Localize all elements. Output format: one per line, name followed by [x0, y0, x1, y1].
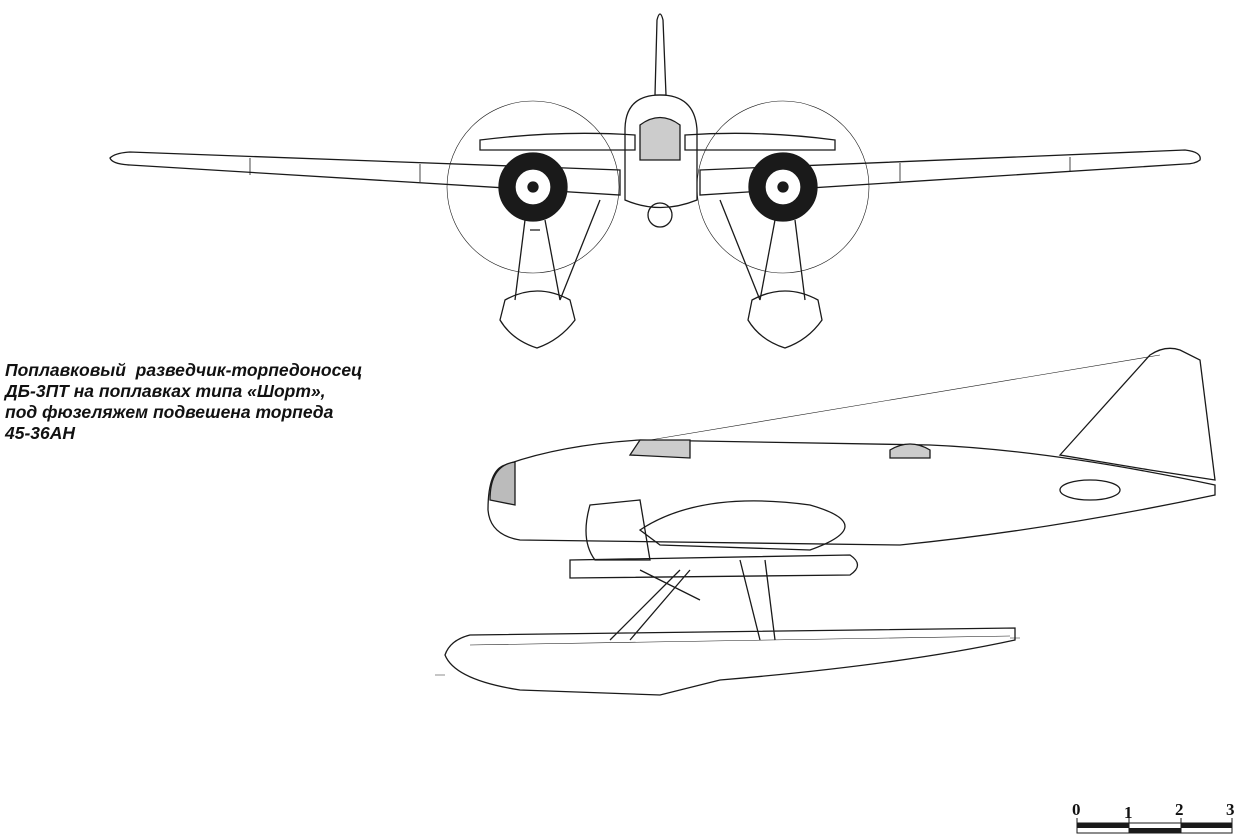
left-propeller-disc	[446, 100, 620, 274]
caption-line: 45-36АН	[5, 423, 76, 443]
scale-label-3: 3	[1226, 800, 1235, 819]
torpedo-side	[569, 554, 859, 579]
side-float	[444, 627, 1016, 696]
cockpit-canopy	[639, 116, 681, 161]
turret	[889, 443, 931, 459]
right-wing	[699, 149, 1201, 196]
tail-roundel	[1059, 479, 1121, 501]
scale-bar	[1076, 818, 1233, 834]
scale-label-0: 0	[1072, 800, 1081, 819]
right-float	[747, 290, 823, 349]
engine-nacelle	[585, 499, 651, 561]
left-wing	[109, 151, 621, 196]
wing-side	[638, 500, 846, 551]
nose-glazing	[489, 461, 516, 506]
scale-label-1: 1	[1124, 803, 1133, 822]
fuselage-side	[487, 439, 1216, 546]
front-view	[109, 13, 1201, 349]
drawing-caption: Поплавковый разведчик-торпедоносец ДБ-3П…	[5, 360, 362, 444]
right-float-struts	[719, 199, 806, 301]
torpedo-nose	[647, 202, 673, 228]
canopy-side	[628, 439, 691, 459]
fuselage-front	[624, 94, 698, 209]
right-propeller-disc	[696, 100, 870, 274]
caption-line: Поплавковый разведчик-торпедоносец	[5, 360, 363, 380]
horizon-line	[435, 637, 1020, 676]
tailplane	[479, 132, 836, 151]
caption-line: под фюзеляжем подвешена торпеда	[5, 402, 334, 422]
aerial-wire	[649, 354, 1161, 441]
left-float-struts	[514, 199, 601, 301]
float-struts	[609, 559, 776, 641]
tail-fin	[1058, 347, 1216, 481]
caption-line: ДБ-3ПТ на поплавках типа «Шорт»,	[5, 381, 326, 401]
vertical-fin	[654, 13, 667, 96]
side-view	[435, 347, 1216, 696]
left-float	[499, 290, 576, 349]
scale-label-2: 2	[1175, 800, 1184, 819]
